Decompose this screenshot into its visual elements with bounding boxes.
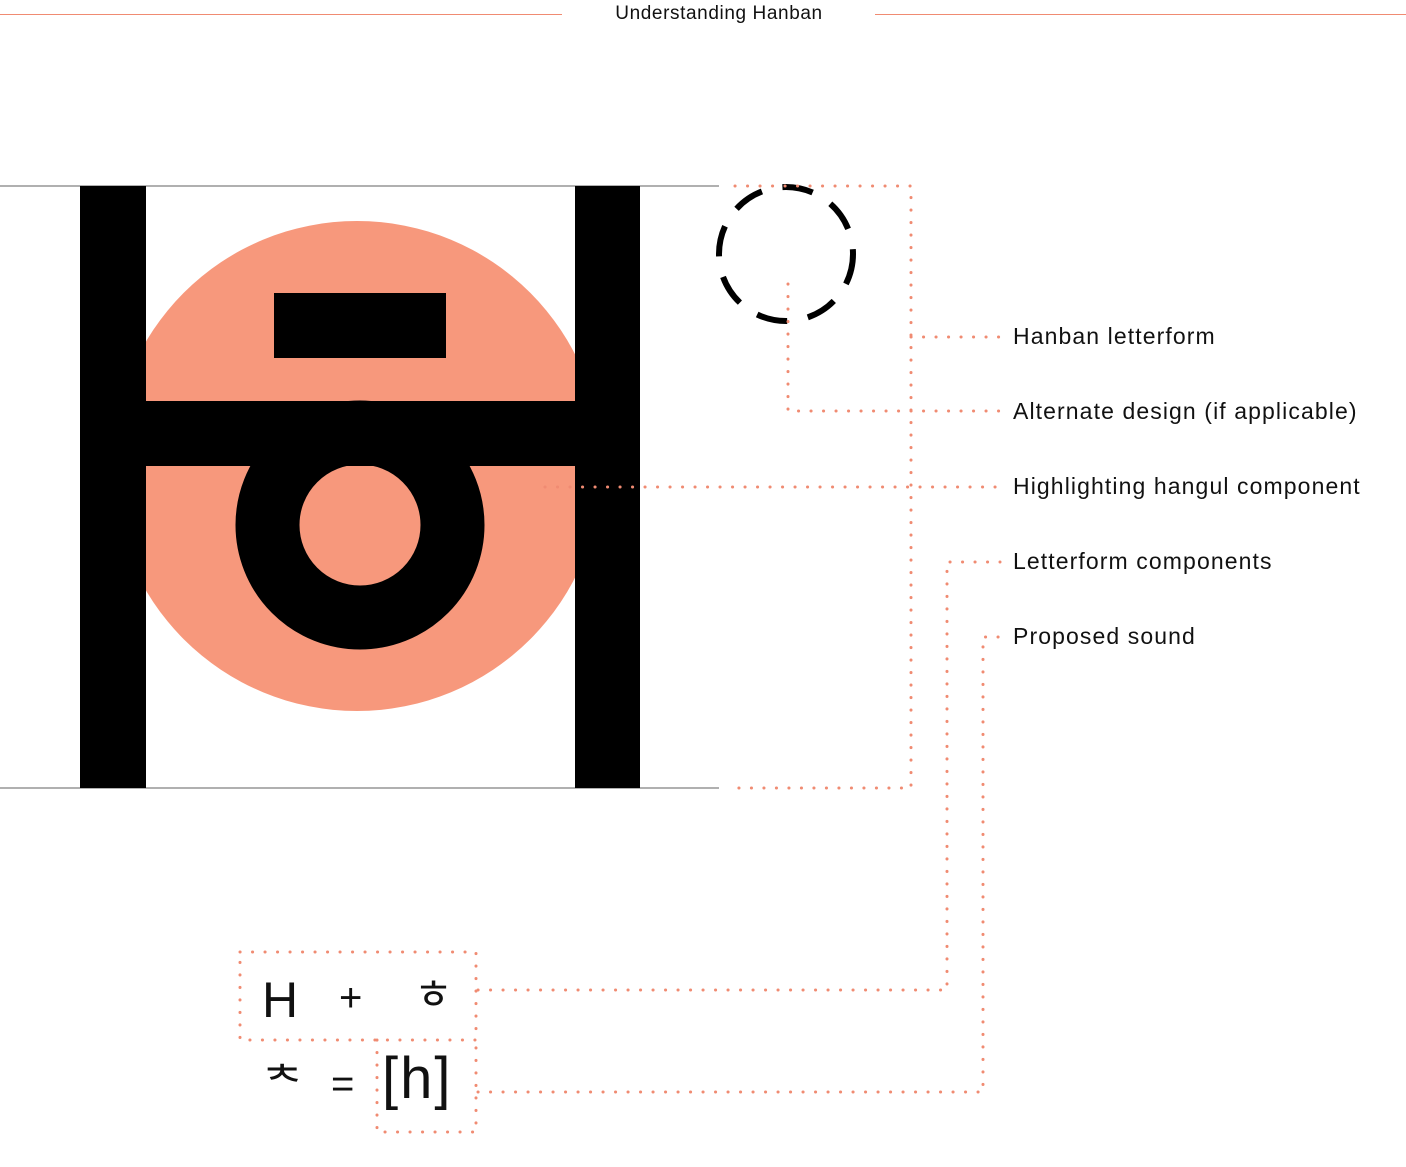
legend-highlighting-component: Highlighting hangul component — [1013, 473, 1361, 499]
equals-sign: = — [331, 1062, 355, 1106]
legend-proposed-sound: Proposed sound — [1013, 623, 1196, 649]
hanban-glyph: ᅕ — [262, 1059, 303, 1108]
header-rule-left — [0, 14, 562, 15]
legend-alternate-design: Alternate design (if applicable) — [1013, 398, 1358, 424]
leader-letterform-bracket — [733, 184, 913, 790]
alternate-design-circle — [716, 184, 856, 324]
header-rule-right — [875, 14, 1406, 15]
leader-letterform-components — [476, 560, 1002, 992]
letter-left-stem — [80, 186, 146, 788]
component-h: H — [262, 972, 299, 1028]
component-hieut: ㅎ — [414, 971, 453, 1018]
legend-hanban-letterform: Hanban letterform — [1013, 323, 1216, 349]
sound-box — [375, 1038, 478, 1134]
legend-letterform-components: Letterform components — [1013, 548, 1273, 574]
leader-alternate-design — [786, 282, 1002, 413]
proposed-sound-value: [h] — [382, 1046, 453, 1111]
page-title: Understanding Hanban — [615, 3, 823, 24]
letter-ring — [235, 400, 485, 650]
plus-sign: + — [339, 976, 363, 1020]
leader-proposed-sound — [476, 635, 1002, 1094]
letter-top-bar — [274, 293, 446, 358]
components-box — [238, 950, 478, 1042]
